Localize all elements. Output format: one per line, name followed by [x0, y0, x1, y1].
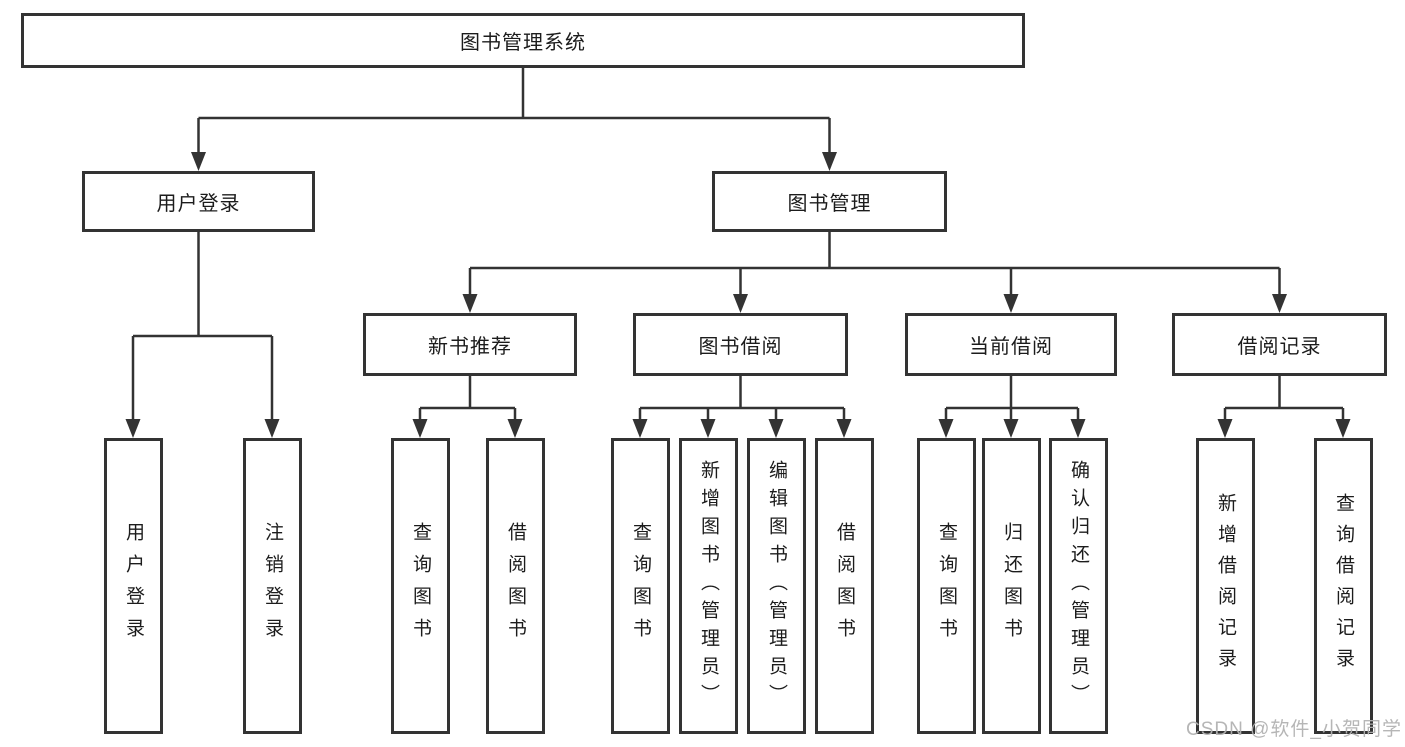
node-current-borrow: 当前借阅 — [905, 313, 1117, 376]
node-book-management: 图书管理 — [712, 171, 947, 232]
node-book-borrow: 图书借阅 — [633, 313, 848, 376]
csdn-watermark: CSDN @软件_小贺同学 — [1186, 719, 1402, 740]
leaf-label: 新增图书（管理员） — [698, 460, 719, 712]
leaf-br-add-record: 新增借阅记录 — [1196, 438, 1255, 734]
leaf-br-query-record: 查询借阅记录 — [1314, 438, 1373, 734]
leaf-cb-return-books: 归还图书 — [982, 438, 1041, 734]
leaf-label: 确认归还（管理员） — [1068, 460, 1089, 712]
node-root-system: 图书管理系统 — [21, 13, 1025, 68]
leaf-logout: 注销登录 — [243, 438, 302, 734]
node-borrow-records: 借阅记录 — [1172, 313, 1387, 376]
leaf-nb-query-books: 查询图书 — [391, 438, 450, 734]
leaf-bb-add-books-admin: 新增图书（管理员） — [679, 438, 738, 734]
arrowhead-icons — [125, 152, 1351, 438]
leaf-bb-edit-books-admin: 编辑图书（管理员） — [747, 438, 806, 734]
leaf-label: 用户登录 — [123, 522, 144, 650]
leaf-cb-confirm-return-admin: 确认归还（管理员） — [1049, 438, 1108, 734]
leaf-label: 查询图书 — [936, 522, 957, 650]
leaf-bb-query-books: 查询图书 — [611, 438, 670, 734]
leaf-label: 查询借阅记录 — [1333, 493, 1354, 679]
leaf-cb-query-books: 查询图书 — [917, 438, 976, 734]
node-new-book-recommend: 新书推荐 — [363, 313, 577, 376]
leaf-label: 借阅图书 — [505, 522, 526, 650]
leaf-label: 借阅图书 — [834, 522, 855, 650]
leaf-nb-borrow-books: 借阅图书 — [486, 438, 545, 734]
leaf-label: 查询图书 — [630, 522, 651, 650]
leaf-label: 查询图书 — [410, 522, 431, 650]
leaf-label: 新增借阅记录 — [1215, 493, 1236, 679]
node-user-login: 用户登录 — [82, 171, 315, 232]
leaf-label: 归还图书 — [1001, 522, 1022, 650]
leaf-label: 注销登录 — [262, 522, 283, 650]
leaf-label: 编辑图书（管理员） — [766, 460, 787, 712]
leaf-user-login: 用户登录 — [104, 438, 163, 734]
leaf-bb-borrow-books: 借阅图书 — [815, 438, 874, 734]
